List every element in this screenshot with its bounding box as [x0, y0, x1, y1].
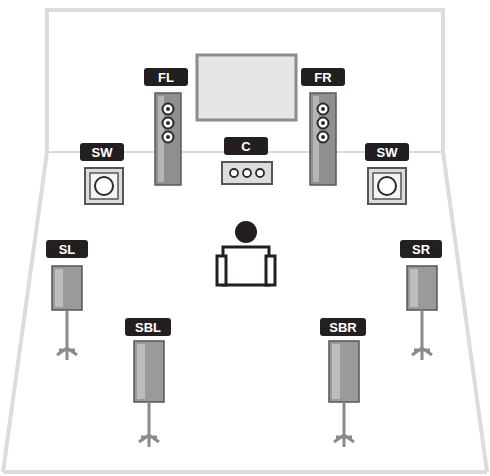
room-outline-part — [443, 152, 487, 472]
tv-screen — [197, 55, 296, 120]
subwoofer-left-part — [85, 168, 123, 204]
surround-right-speaker-part — [412, 348, 432, 360]
speaker-label: SW — [377, 146, 398, 159]
speaker-tag: FR — [301, 68, 345, 86]
surround-back-left-speaker-part — [134, 341, 164, 402]
surround-right-speaker-part — [410, 269, 418, 307]
front-right-tower-part — [318, 132, 329, 143]
center-speaker-part — [243, 169, 251, 177]
center-speaker-part — [222, 162, 272, 184]
room-outline-part — [3, 470, 487, 474]
speaker-label: SL — [59, 243, 76, 256]
front-right-tower-part — [321, 121, 325, 125]
front-right-tower-part — [310, 93, 336, 185]
speaker-tag: SW — [80, 143, 124, 161]
center-speaker-part — [256, 169, 264, 177]
front-right-tower-part — [318, 118, 329, 129]
listener-part — [235, 221, 257, 243]
front-right-tower — [310, 93, 336, 185]
room-outline-part — [3, 152, 47, 472]
subwoofer-right-part — [378, 177, 396, 195]
surround-left-speaker-part — [66, 310, 69, 350]
listener-part — [223, 247, 269, 285]
tv-screen-part — [197, 55, 296, 120]
front-left-tower-part — [166, 121, 170, 125]
surround-back-left-speaker-part — [148, 402, 151, 437]
front-left-tower-part — [163, 104, 174, 115]
surround-back-left-speaker-part — [137, 344, 145, 399]
front-left-tower-part — [163, 118, 174, 129]
surround-left-speaker-part — [52, 266, 82, 310]
speaker-tag: FL — [144, 68, 188, 86]
surround-back-left-speaker — [134, 341, 164, 447]
listener-part — [266, 256, 275, 285]
surround-back-left-speaker-part — [139, 435, 159, 447]
speaker-tag: SW — [365, 143, 409, 161]
subwoofer-left-part — [90, 173, 118, 199]
surround-left-speaker-part — [57, 348, 77, 360]
surround-right-speaker-part — [421, 310, 424, 350]
surround-left-speaker-part — [55, 269, 63, 307]
listener — [217, 221, 275, 285]
front-right-tower-part — [321, 107, 325, 111]
speaker-tag: C — [224, 137, 268, 155]
room-outline — [3, 10, 487, 472]
subwoofer-right — [368, 168, 406, 204]
speaker-tag: SBR — [320, 318, 366, 336]
front-right-tower-part — [321, 135, 325, 139]
front-left-tower-part — [166, 135, 170, 139]
center-speaker — [222, 162, 272, 184]
surround-back-right-speaker-part — [332, 344, 340, 399]
speaker-label: SBL — [135, 321, 161, 334]
speaker-label: SBR — [329, 321, 356, 334]
subwoofer-right-part — [373, 173, 401, 199]
front-left-tower — [155, 93, 181, 185]
front-left-tower-part — [163, 132, 174, 143]
surround-back-right-speaker-part — [334, 435, 354, 447]
room-outline-part — [47, 10, 443, 152]
surround-right-speaker-part — [407, 266, 437, 310]
speaker-tag: SBL — [125, 318, 171, 336]
subwoofer-left-part — [95, 177, 113, 195]
surround-back-right-speaker — [329, 341, 359, 447]
surround-left-speaker — [52, 266, 82, 360]
surround-back-right-speaker-part — [343, 402, 346, 437]
speaker-tag: SR — [400, 240, 442, 258]
speaker-label: SW — [92, 146, 113, 159]
speaker-label: SR — [412, 243, 430, 256]
subwoofer-right-part — [368, 168, 406, 204]
listener-part — [217, 256, 226, 285]
center-speaker-part — [230, 169, 238, 177]
speaker-label: FL — [158, 71, 174, 84]
front-left-tower-part — [155, 93, 181, 185]
speaker-tag: SL — [46, 240, 88, 258]
subwoofer-left — [85, 168, 123, 204]
speaker-label: FR — [314, 71, 331, 84]
front-left-tower-part — [166, 107, 170, 111]
surround-right-speaker — [407, 266, 437, 360]
surround-back-right-speaker-part — [329, 341, 359, 402]
speaker-label: C — [241, 140, 250, 153]
front-right-tower-part — [318, 104, 329, 115]
